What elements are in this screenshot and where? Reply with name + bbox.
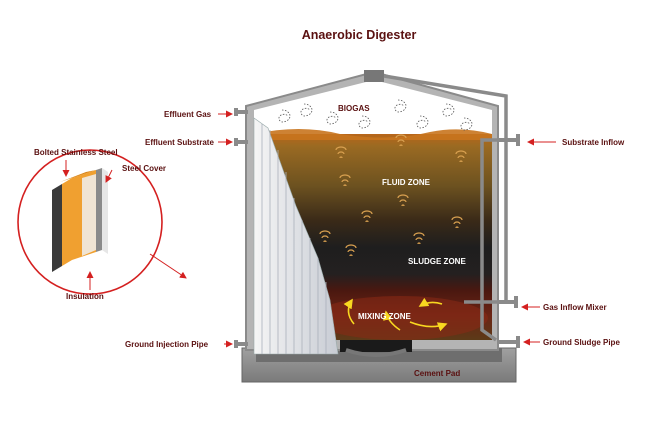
mixing-flow-arrows [343, 297, 448, 332]
roof-vent [364, 70, 384, 82]
diagram-title: Anaerobic Digester [301, 28, 417, 42]
insulated-wall-panel [253, 117, 339, 355]
ground-injection-pipe-label: Ground Injection Pipe [125, 340, 209, 349]
insulation-label: Insulation [66, 292, 104, 301]
bolted-stainless-steel-label: Bolted Stainless Steel [34, 148, 118, 157]
gas-pipe [383, 74, 510, 342]
substrate-inflow-label: Substrate Inflow [562, 138, 625, 147]
biogas-swirls [278, 99, 473, 131]
steel-cover-label: Steel Cover [122, 164, 167, 173]
mixing-zone-label: MIXING ZONE [358, 312, 411, 321]
gas-inflow-mixer-label: Gas Inflow Mixer [543, 303, 607, 312]
fluid-zone-label: FLUID ZONE [382, 178, 430, 187]
cement-pad-label: Cement Pad [414, 369, 461, 378]
biogas-label: BIOGAS [338, 104, 370, 113]
label-arrows [62, 110, 556, 348]
ground-sludge-pipe-label: Ground Sludge Pipe [543, 338, 620, 347]
pipe-stubs [234, 108, 520, 348]
effluent-substrate-label: Effluent Substrate [145, 138, 214, 147]
bubbles [319, 134, 467, 257]
effluent-gas-label: Effluent Gas [164, 110, 212, 119]
sludge-zone-label: SLUDGE ZONE [408, 257, 466, 266]
wall-detail-inset [17, 149, 163, 295]
